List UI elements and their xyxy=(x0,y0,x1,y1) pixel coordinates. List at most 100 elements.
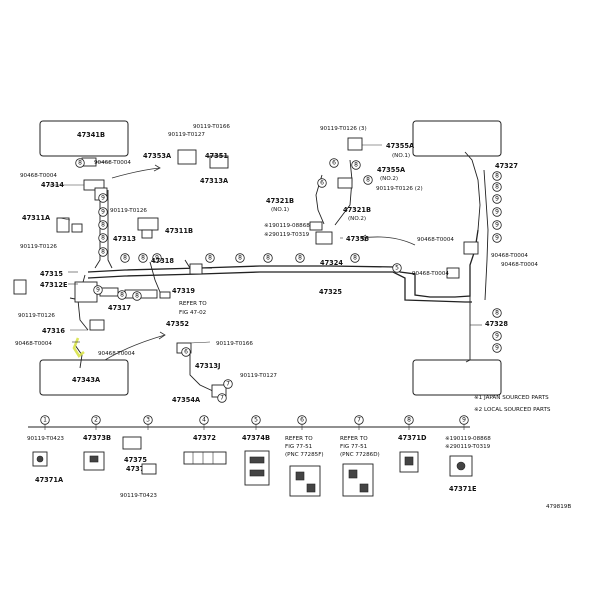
svg-text:8: 8 xyxy=(366,177,370,184)
part-shapes xyxy=(13,137,479,398)
label-47315: 47315 xyxy=(40,270,63,278)
svg-text:8: 8 xyxy=(407,417,411,424)
label-47313: 47313 xyxy=(113,235,136,243)
svg-text:6: 6 xyxy=(332,160,336,167)
svg-text:2: 2 xyxy=(94,417,98,424)
svg-text:8: 8 xyxy=(238,255,242,262)
label-no1-b: (NO.1) xyxy=(271,207,289,213)
label-90119-T0166: 90119-T0166 xyxy=(216,341,253,347)
label-refer-to: REFER TO xyxy=(179,301,207,307)
svg-text:8: 8 xyxy=(120,292,124,299)
svg-text:9: 9 xyxy=(101,195,105,202)
svg-text:8: 8 xyxy=(495,310,499,317)
svg-text:FIG 77-51: FIG 77-51 xyxy=(285,444,313,450)
svg-text:90119-T0423: 90119-T0423 xyxy=(27,436,64,442)
legend-japan: ※1 JAPAN SOURCED PARTS xyxy=(474,395,549,401)
svg-text:8: 8 xyxy=(101,249,105,256)
svg-text:9: 9 xyxy=(495,345,499,352)
svg-text:8: 8 xyxy=(495,173,499,180)
svg-text:FIG 77-51: FIG 77-51 xyxy=(340,444,368,450)
svg-text:REFER TO: REFER TO xyxy=(340,436,368,442)
view-box-top-right xyxy=(412,120,502,157)
label-47352: 47352 xyxy=(166,320,189,328)
label-47356: 47356 xyxy=(346,235,369,243)
svg-text:4: 4 xyxy=(202,417,206,424)
svg-text:6: 6 xyxy=(320,180,324,187)
label-47317: 47317 xyxy=(108,304,131,312)
svg-text:8: 8 xyxy=(123,255,127,262)
label-47319: 47319 xyxy=(172,287,195,295)
label-no2-b: (NO.2) xyxy=(348,216,366,222)
label-47325: 47325 xyxy=(319,288,342,296)
label-47313J: 47313J xyxy=(195,362,220,370)
svg-text:1: 1 xyxy=(43,417,47,424)
svg-text:7: 7 xyxy=(357,417,361,424)
figure-code: 479819B xyxy=(546,504,571,510)
label-47312E: 47312E xyxy=(40,281,68,289)
svg-text:7: 7 xyxy=(226,381,230,388)
svg-text:9: 9 xyxy=(101,209,105,216)
svg-text:47371A: 47371A xyxy=(35,476,64,484)
label-90119-T0126-3: 90119-T0126 (3) xyxy=(320,126,367,132)
label-no2: (NO.2) xyxy=(380,176,398,182)
svg-text:8: 8 xyxy=(353,255,357,262)
svg-text:8: 8 xyxy=(266,255,270,262)
label-47311B: 47311B xyxy=(165,227,193,235)
bottom-dividers xyxy=(44,424,465,430)
label-no1: (NO.1) xyxy=(392,153,410,159)
svg-text:47375: 47375 xyxy=(124,456,147,464)
label-47354A: 47354A xyxy=(172,396,201,404)
label-47351: 47351 xyxy=(205,152,228,160)
svg-text:47371E: 47371E xyxy=(449,485,477,493)
label-90468-T0004: 90468-T0004 xyxy=(20,173,57,179)
label-90119-T0127: 90119-T0127 xyxy=(240,373,277,379)
svg-text:47374B: 47374B xyxy=(242,434,270,442)
label-47314: 47314 xyxy=(41,181,64,189)
label-fig-47-02: FIG 47-02 xyxy=(179,310,206,316)
svg-text:9: 9 xyxy=(495,235,499,242)
svg-text:(PNC 77286D): (PNC 77286D) xyxy=(340,452,380,458)
part-labels: 47341B 47353A 90119-T0127 90119-T0166 47… xyxy=(15,124,538,404)
label-47313A: 47313A xyxy=(200,177,229,185)
legend-local: ※2 LOCAL SOURCED PARTS xyxy=(474,407,551,413)
legend: ※1 JAPAN SOURCED PARTS ※2 LOCAL SOURCED … xyxy=(474,395,551,413)
highlight-47343A xyxy=(72,337,85,358)
label-47353A: 47353A xyxy=(143,152,172,160)
direction-arrows xyxy=(104,164,416,361)
svg-text:8: 8 xyxy=(135,293,139,300)
svg-text:9: 9 xyxy=(462,417,466,424)
label-90468-T0004: 90468-T0004 xyxy=(98,351,135,357)
label-47327: 47327 xyxy=(495,162,518,170)
svg-text:REFER TO: REFER TO xyxy=(285,436,313,442)
svg-text:6: 6 xyxy=(300,417,304,424)
label-47355A-no1: 47355A xyxy=(386,142,415,150)
label-47355A-no2: 47355A xyxy=(377,166,406,174)
svg-text:8: 8 xyxy=(298,255,302,262)
svg-text:47373B: 47373B xyxy=(83,434,111,442)
svg-text:(PNC 77285F): (PNC 77285F) xyxy=(285,452,324,458)
label-90119-T0126: 90119-T0126 xyxy=(20,244,57,250)
svg-text:6: 6 xyxy=(184,349,188,356)
svg-text:9: 9 xyxy=(96,287,100,294)
label-47318: 47318 xyxy=(151,257,174,265)
callout-circles: 8 9 9 8 8 8 8 8 9 9 8 8 8 8 8 8 8 5 6 7 … xyxy=(75,158,502,403)
svg-text:9: 9 xyxy=(495,196,499,203)
label-90119-T0126: 90119-T0126 xyxy=(110,208,147,214)
svg-text:90119-T0423: 90119-T0423 xyxy=(120,493,157,499)
svg-text:47373A: 47373A xyxy=(126,465,155,473)
label-47311A: 47311A xyxy=(22,214,51,222)
label-90119-T0127: 90119-T0127 xyxy=(168,132,205,138)
label-90468-T0004: 90468-T0004 xyxy=(501,262,538,268)
label-90468-T0004: 90468-T0004 xyxy=(94,160,131,166)
leader-lines xyxy=(48,144,482,344)
svg-text:8: 8 xyxy=(141,255,145,262)
label-90468-T0004: 90468-T0004 xyxy=(412,271,449,277)
svg-text:8: 8 xyxy=(101,235,105,242)
label-90468-T0004: 90468-T0004 xyxy=(417,237,454,243)
label-47316: 47316 xyxy=(42,327,65,335)
label-47343A: 47343A xyxy=(72,376,101,384)
svg-text:9: 9 xyxy=(495,222,499,229)
svg-text:47371D: 47371D xyxy=(398,434,427,442)
label-90468-T0004: 90468-T0004 xyxy=(491,253,528,259)
